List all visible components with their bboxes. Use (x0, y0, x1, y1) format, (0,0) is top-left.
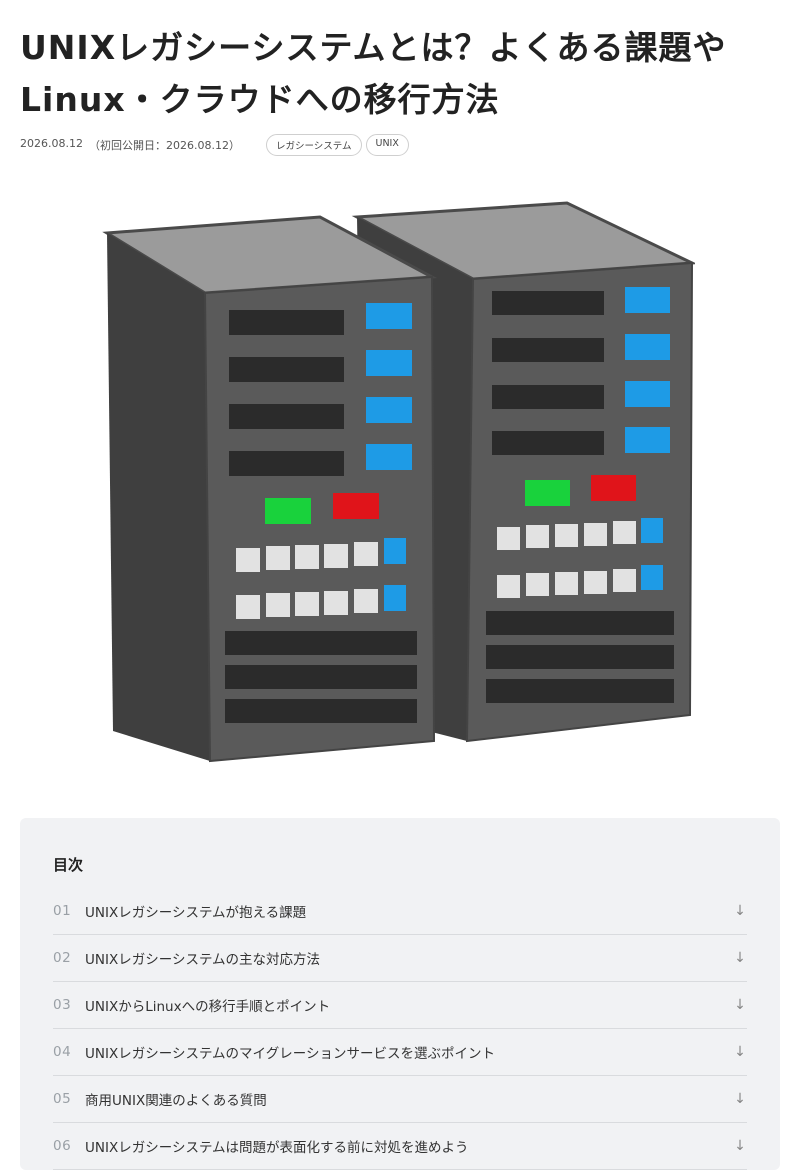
toc-item-label: UNIXレガシーシステムの主な対応方法 (85, 952, 321, 968)
arrow-down-icon: ↓ (734, 997, 746, 1013)
toc-item-number: 04 (53, 1044, 72, 1060)
publish-date: 2026.08.12 (20, 137, 83, 150)
arrow-down-icon: ↓ (734, 903, 746, 919)
tag-list: レガシーシステム UNIX (265, 134, 409, 156)
toc-item-03[interactable]: 03 UNIXからLinuxへの移行手順とポイント ↓ (53, 982, 747, 1029)
arrow-down-icon: ↓ (734, 1138, 746, 1154)
toc-item-01[interactable]: 01 UNIXレガシーシステムが抱える課題 ↓ (53, 888, 747, 935)
title-line-1: UNIXレガシーシステムとは？よくある課題や (20, 28, 727, 67)
toc-list: 01 UNIXレガシーシステムが抱える課題 ↓ 02 UNIXレガシーシステムの… (53, 888, 747, 1170)
toc-item-number: 06 (53, 1138, 72, 1154)
hero-image (95, 195, 698, 775)
table-of-contents: 目次 01 UNIXレガシーシステムが抱える課題 ↓ 02 UNIXレガシーシス… (20, 818, 780, 1170)
article-title: UNIXレガシーシステムとは？よくある課題や Linux・クラウドへの移行方法 (20, 22, 780, 126)
toc-item-label: UNIXレガシーシステムは問題が表面化する前に対処を進めよう (85, 1140, 469, 1156)
toc-item-02[interactable]: 02 UNIXレガシーシステムの主な対応方法 ↓ (53, 935, 747, 982)
toc-item-05[interactable]: 05 商用UNIX関連のよくある質問 ↓ (53, 1076, 747, 1123)
title-line-2: Linux・クラウドへの移行方法 (20, 80, 500, 119)
toc-item-04[interactable]: 04 UNIXレガシーシステムのマイグレーションサービスを選ぶポイント ↓ (53, 1029, 747, 1076)
toc-item-number: 02 (53, 950, 72, 966)
toc-item-06[interactable]: 06 UNIXレガシーシステムは問題が表面化する前に対処を進めよう ↓ (53, 1123, 747, 1170)
toc-item-number: 01 (53, 903, 72, 919)
toc-item-label: UNIXからLinuxへの移行手順とポイント (85, 999, 331, 1015)
article-meta: 2026.08.12 （初回公開日：2026.08.12） レガシーシステム U… (20, 134, 409, 156)
toc-item-label: UNIXレガシーシステムが抱える課題 (85, 905, 307, 921)
arrow-down-icon: ↓ (734, 950, 746, 966)
arrow-down-icon: ↓ (734, 1091, 746, 1107)
server-rack-left (102, 215, 438, 763)
toc-item-number: 05 (53, 1091, 72, 1107)
arrow-down-icon: ↓ (734, 1044, 746, 1060)
article-dates: 2026.08.12 （初回公開日：2026.08.12） (20, 137, 240, 153)
toc-item-number: 03 (53, 997, 72, 1013)
toc-item-label: UNIXレガシーシステムのマイグレーションサービスを選ぶポイント (85, 1046, 495, 1062)
toc-title: 目次 (53, 856, 84, 874)
server-racks-illustration (102, 201, 698, 763)
tag-unix[interactable]: UNIX (365, 134, 409, 156)
first-published-date: （初回公開日：2026.08.12） (88, 139, 240, 152)
toc-item-label: 商用UNIX関連のよくある質問 (85, 1093, 267, 1109)
tag-legacy-system[interactable]: レガシーシステム (265, 134, 362, 156)
